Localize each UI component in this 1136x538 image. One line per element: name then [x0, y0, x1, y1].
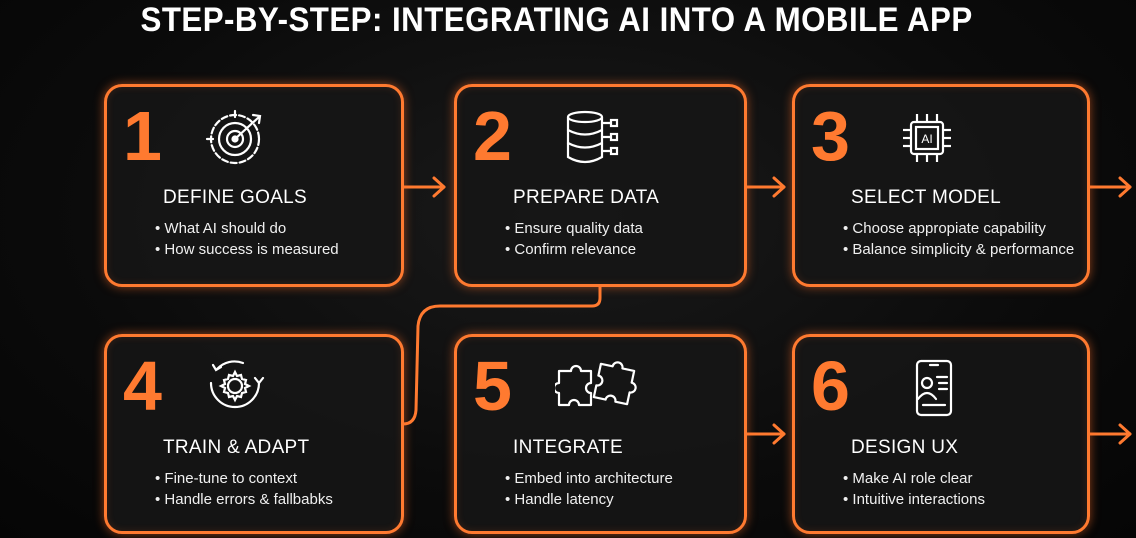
step-card-4: 4 TRAIN & ADAPT Fine-tune to context Han…: [104, 334, 404, 534]
list-item: Fine-tune to context: [155, 468, 333, 489]
list-item: Confirm relevance: [505, 239, 643, 260]
step-card-5: 5 INTEGRATE Embed into architecture Hand…: [454, 334, 747, 534]
step-number: 6: [811, 347, 850, 425]
step-card-1: 1 DEFINE GOALS What AI should do How suc…: [104, 84, 404, 287]
step-bullets: Choose appropiate capability Balance sim…: [843, 218, 1074, 260]
list-item: Choose appropiate capability: [843, 218, 1074, 239]
list-item: Make AI role clear: [843, 468, 985, 489]
page-title: STEP-BY-STEP: INTEGRATING AI INTO A MOBI…: [140, 1, 973, 39]
step-bullets: Ensure quality data Confirm relevance: [505, 218, 643, 260]
step-number: 3: [811, 97, 850, 175]
ai-chip-label: AI: [921, 132, 932, 146]
list-item: Balance simplicity & performance: [843, 239, 1074, 260]
step-title: SELECT MODEL: [851, 187, 1002, 208]
step-title: TRAIN & ADAPT: [163, 437, 310, 458]
step-bullets: Make AI role clear Intuitive interaction…: [843, 468, 985, 510]
step-card-3: 3 AI SELECT MODEL Choose appropiate capa…: [792, 84, 1090, 287]
ai-chip-icon: AI: [895, 109, 959, 167]
list-item: Intuitive interactions: [843, 489, 985, 510]
step-card-6: 6 DESIGN UX Make AI role clear Intuitive…: [792, 334, 1090, 534]
step-title: DESIGN UX: [851, 437, 959, 458]
step-bullets: What AI should do How success is measure…: [155, 218, 339, 260]
step-title: INTEGRATE: [513, 437, 624, 458]
step-bullets: Embed into architecture Handle latency: [505, 468, 673, 510]
list-item: Handle latency: [505, 489, 673, 510]
mobile-user-icon: [903, 359, 967, 417]
step-number: 4: [123, 347, 162, 425]
step-number: 1: [123, 97, 162, 175]
step-number: 5: [473, 347, 512, 425]
step-number: 2: [473, 97, 512, 175]
step-title: DEFINE GOALS: [163, 187, 308, 208]
list-item: How success is measured: [155, 239, 338, 260]
step-bullets: Fine-tune to context Handle errors & fal…: [155, 468, 333, 510]
list-item: Handle errors & fallbabks: [155, 489, 332, 510]
puzzle-icon: [552, 359, 637, 417]
database-icon: [563, 109, 627, 167]
target-icon: [205, 109, 269, 167]
gear-cycle-icon: [203, 359, 267, 417]
list-item: Embed into architecture: [505, 468, 672, 489]
step-title: PREPARE DATA: [513, 187, 660, 208]
list-item: What AI should do: [155, 218, 339, 239]
list-item: Ensure quality data: [505, 218, 642, 239]
step-card-2: 2 PREPARE DATA Ensure quality data Confi…: [454, 84, 747, 287]
